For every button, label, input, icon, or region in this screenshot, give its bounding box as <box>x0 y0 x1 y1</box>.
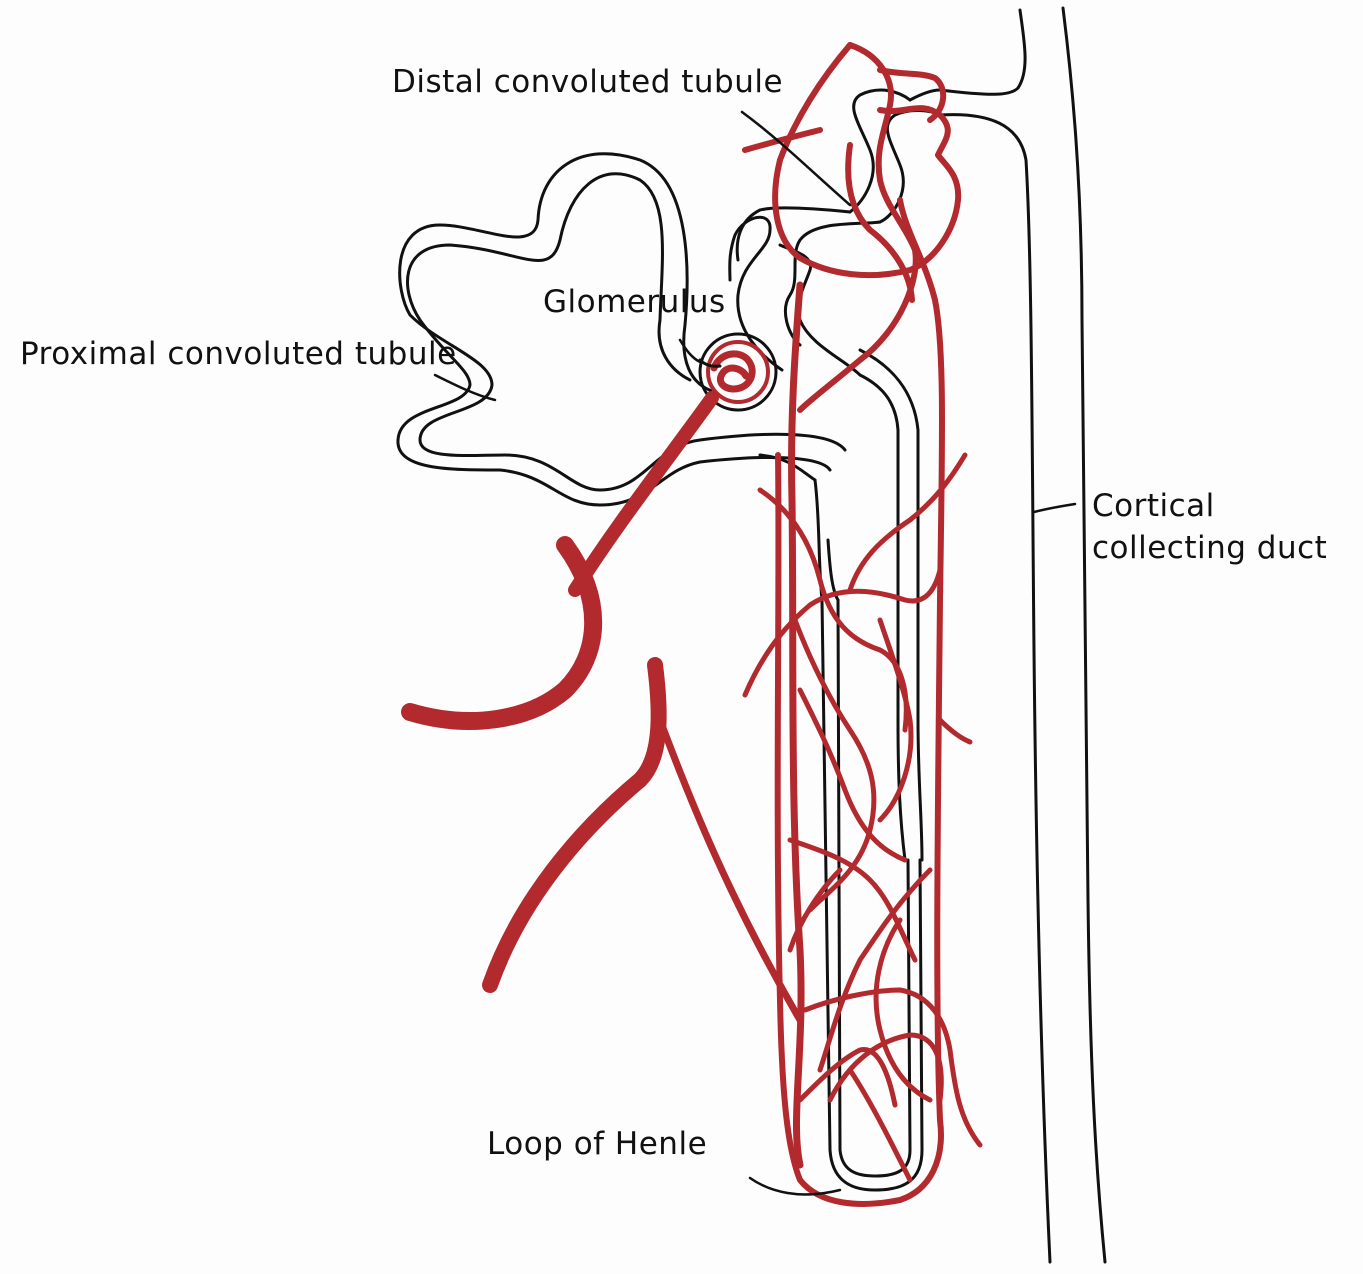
label-cortical-collecting-duct: Cortical collecting duct <box>1092 486 1327 570</box>
label-glomerulus: Glomerulus <box>543 282 726 324</box>
leader-lines <box>435 112 1075 1194</box>
label-distal-convoluted-tubule: Distal convoluted tubule <box>392 62 783 104</box>
label-cortical-line1: Cortical <box>1092 486 1327 528</box>
leader-loop <box>750 1178 840 1194</box>
label-proximal-convoluted-tubule: Proximal convoluted tubule <box>20 334 457 376</box>
label-loop-of-henle: Loop of Henle <box>487 1124 707 1166</box>
blood-vessels <box>410 45 980 1204</box>
leader-cortical <box>1034 504 1075 512</box>
label-cortical-line2: collecting duct <box>1092 528 1327 570</box>
collecting-duct <box>940 8 1105 1262</box>
leader-proximal <box>435 375 495 400</box>
